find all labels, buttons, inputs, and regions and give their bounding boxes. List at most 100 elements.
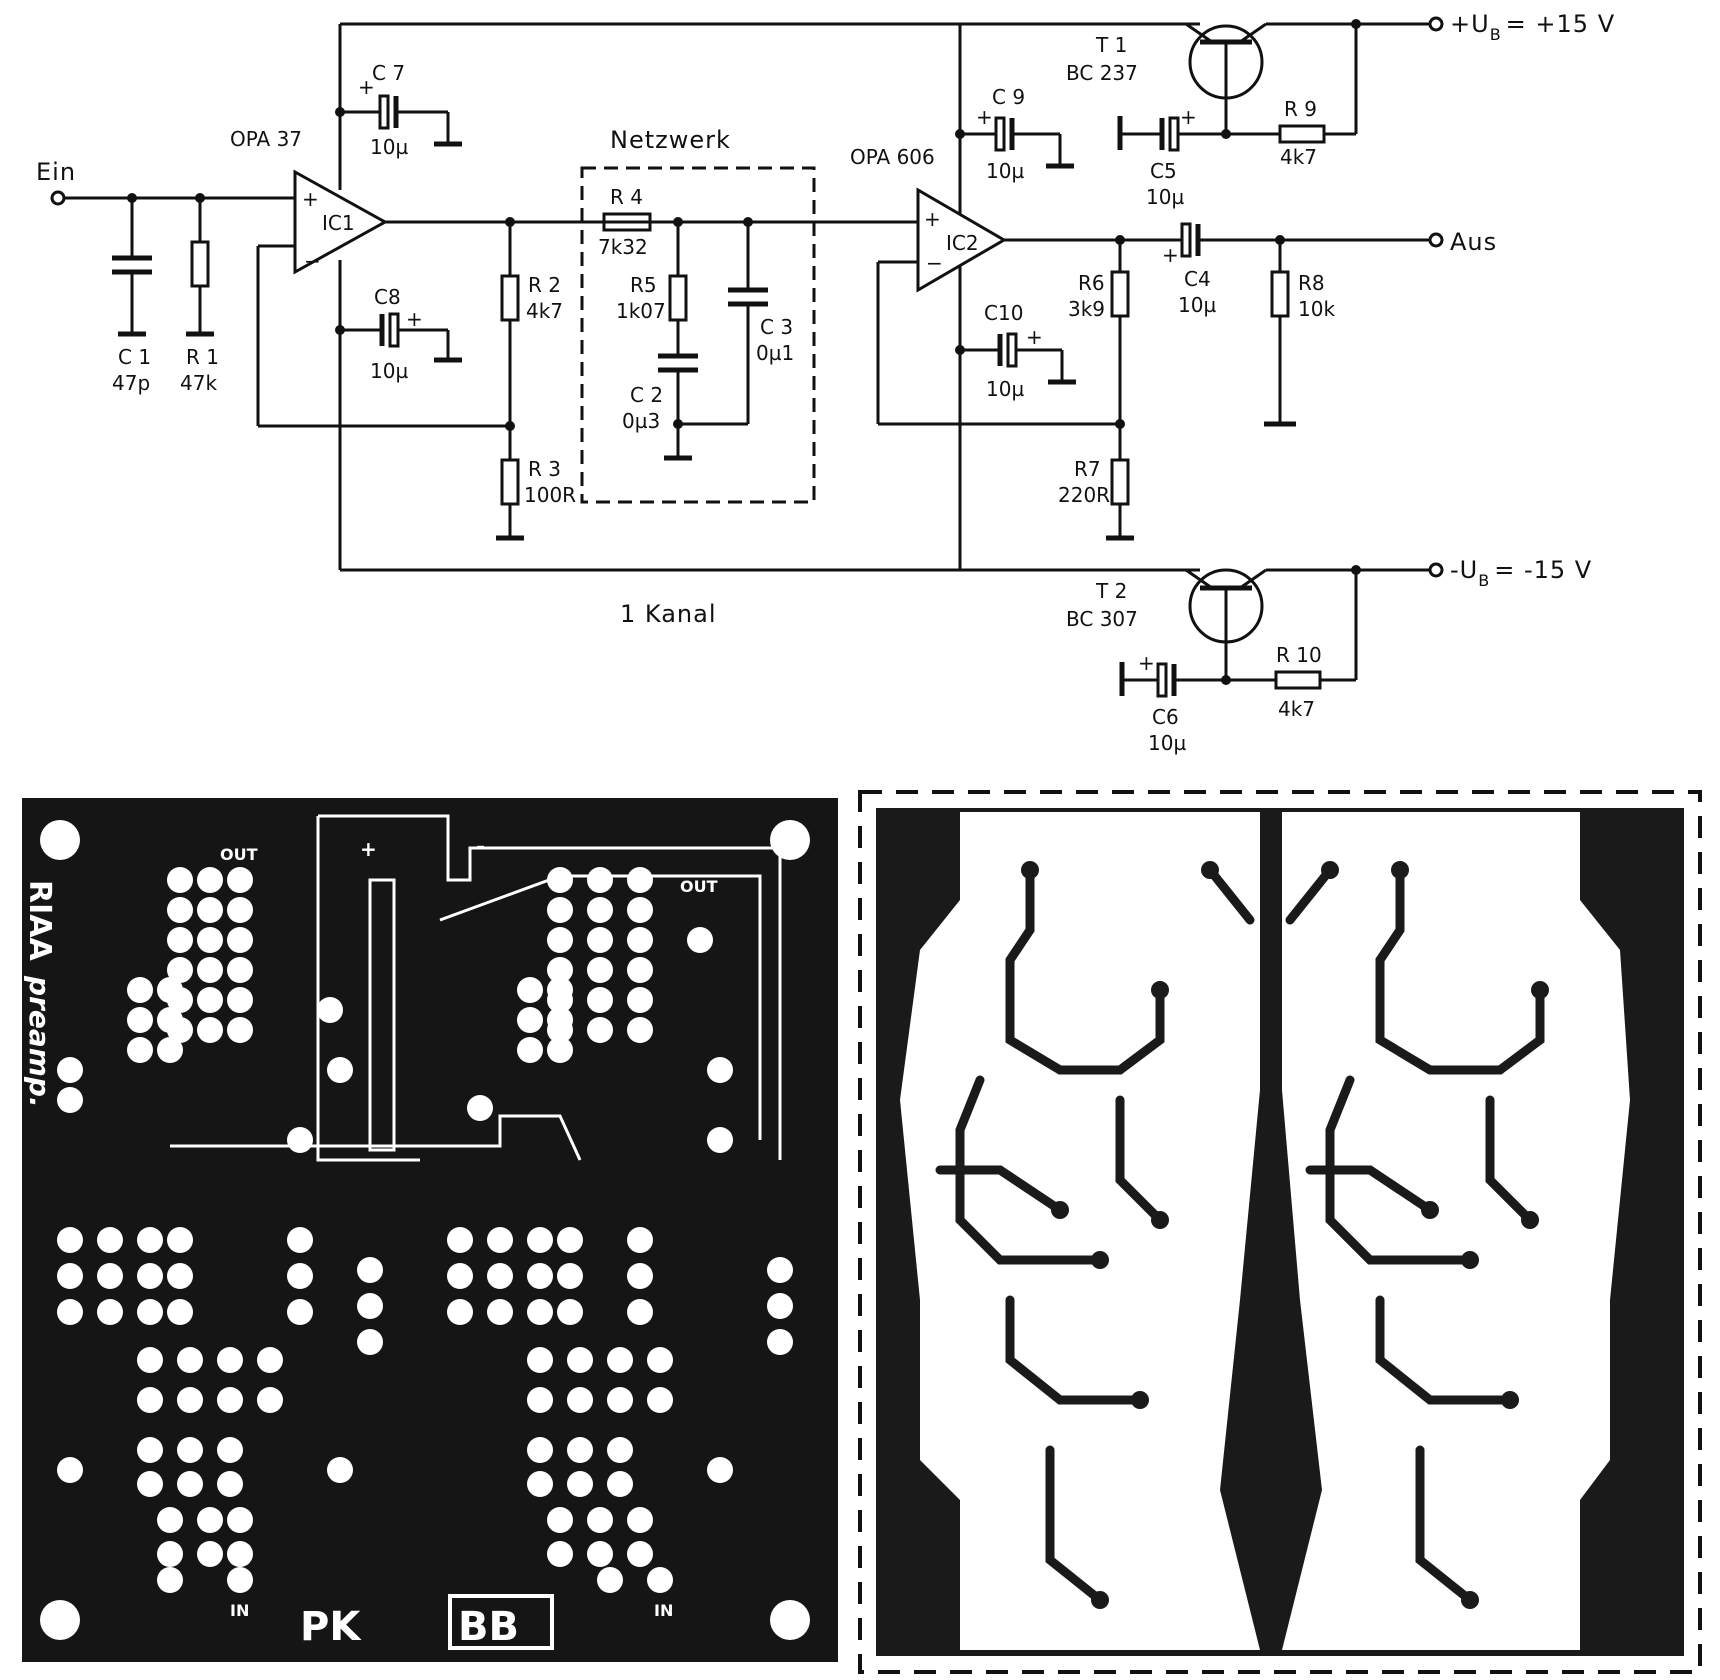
svg-text:+: +	[406, 307, 423, 331]
svg-text:−: −	[304, 249, 321, 273]
pcb-pad	[647, 1567, 673, 1593]
pcb-pad	[527, 1437, 553, 1463]
pcb-copper-pad	[1321, 861, 1339, 879]
pcb-copper-pad	[1131, 1391, 1149, 1409]
r10-ref: R 10	[1276, 643, 1322, 667]
pcb-pad	[607, 1387, 633, 1413]
t2-part: BC 307	[1066, 607, 1138, 631]
pcb-pad	[137, 1299, 163, 1325]
c8-value: 10µ	[370, 359, 408, 383]
c6-value: 10µ	[1148, 731, 1186, 755]
pcb-pad	[767, 1293, 793, 1319]
pcb-pad	[157, 977, 183, 1003]
pcb-pad	[167, 1299, 193, 1325]
pcb-trace	[1305, 1165, 1435, 1215]
pcb-copper-pad	[1391, 861, 1409, 879]
pcb-pads	[57, 867, 793, 1593]
capacitor-c1: C 1 47p	[112, 198, 152, 395]
pcb-pad	[227, 1541, 253, 1567]
pcb-pad	[327, 1457, 353, 1483]
pcb-pad	[607, 1347, 633, 1373]
pcb-logo-pk: PK	[300, 1604, 362, 1650]
pcb-pad	[557, 1227, 583, 1253]
pcb-pad	[167, 897, 193, 923]
pcb-trace	[1485, 1095, 1535, 1225]
pcb-logo-bb: BB	[458, 1604, 519, 1650]
t1-part: BC 237	[1066, 61, 1138, 85]
pcb-pad	[97, 1227, 123, 1253]
pcb-title-preamp: preamp.	[23, 975, 56, 1108]
svg-text:+: +	[1180, 105, 1197, 129]
r9-ref: R 9	[1284, 97, 1317, 121]
capacitor-c8: + C8 10µ	[335, 285, 462, 383]
r8-ref: R8	[1298, 271, 1325, 295]
pcb-pad	[627, 1263, 653, 1289]
pcb-pad	[547, 957, 573, 983]
supply-pos-terminal	[1428, 16, 1444, 32]
svg-text:−: −	[926, 251, 943, 275]
pcb-pad	[587, 927, 613, 953]
c3-value: 0µ1	[756, 341, 794, 365]
pcb-pad	[627, 897, 653, 923]
pcb-pad	[587, 957, 613, 983]
pcb-trace	[1205, 865, 1255, 925]
pcb-pad	[647, 1347, 673, 1373]
pcb-pad	[197, 927, 223, 953]
pcb-pad	[647, 1387, 673, 1413]
resistor-r1: R 1 47k	[180, 198, 219, 395]
supply-neg-label: -UB= -15 V	[1450, 556, 1592, 590]
pcb-pad	[607, 1471, 633, 1497]
svg-text:+: +	[302, 187, 319, 211]
network-label: Netzwerk	[610, 126, 731, 154]
pcb-pad	[197, 1507, 223, 1533]
pcb-trace	[1115, 1095, 1165, 1225]
c7-ref: C 7	[372, 61, 405, 85]
pcb-pad	[517, 977, 543, 1003]
supply-pos-value: = +15 V	[1506, 10, 1615, 38]
pcb-pad	[137, 1263, 163, 1289]
pcb-pad	[707, 1127, 733, 1153]
r6-value: 3k9	[1068, 297, 1105, 321]
pcb-pad	[287, 1299, 313, 1325]
pcb-pad	[137, 1437, 163, 1463]
input-label: Ein	[36, 158, 76, 186]
pcb-pad	[547, 927, 573, 953]
pcb-pad	[177, 1437, 203, 1463]
pcb-pad	[547, 1007, 573, 1033]
pcb-pad	[287, 1227, 313, 1253]
svg-text:+UB= +15 V: +UB= +15 V	[1450, 10, 1615, 44]
t1-ref: T 1	[1095, 33, 1127, 57]
pcb-trace	[935, 1165, 1065, 1215]
r3-value: 100R	[524, 483, 576, 507]
pcb-pad	[57, 1227, 83, 1253]
pcb-pad	[547, 1541, 573, 1567]
pcb-pad	[227, 867, 253, 893]
svg-text:-UB= -15 V: -UB= -15 V	[1450, 556, 1592, 590]
pcb-pad	[197, 957, 223, 983]
pcb-pad	[157, 1037, 183, 1063]
pcb-pad	[587, 1017, 613, 1043]
c8-ref: C8	[374, 285, 401, 309]
ic2-part: OPA 606	[850, 145, 935, 169]
pcb-pad	[487, 1227, 513, 1253]
pcb-pad	[167, 927, 193, 953]
pcb-copper-pad	[1051, 1201, 1069, 1219]
pcb-pad	[587, 987, 613, 1013]
supply-pos-subscript: B	[1490, 25, 1502, 44]
pcb-in-right-label: IN	[654, 1601, 673, 1620]
pcb-copper-pad	[1521, 1211, 1539, 1229]
pcb-pad	[177, 1471, 203, 1497]
pcb-pad	[227, 1567, 253, 1593]
capacitor-c9: + C 9 10µ	[955, 85, 1074, 183]
pcb-pad	[587, 1507, 613, 1533]
r1-value: 47k	[180, 371, 217, 395]
c9-ref: C 9	[992, 85, 1025, 109]
pcb-pad	[547, 1507, 573, 1533]
pcb-pad	[627, 1017, 653, 1043]
pcb-pad	[517, 1037, 543, 1063]
ic2-ref: IC2	[946, 231, 979, 255]
c5-value: 10µ	[1146, 185, 1184, 209]
pcb-pad	[197, 867, 223, 893]
svg-text:+: +	[1026, 325, 1043, 349]
pcb-copper-pad	[1201, 861, 1219, 879]
